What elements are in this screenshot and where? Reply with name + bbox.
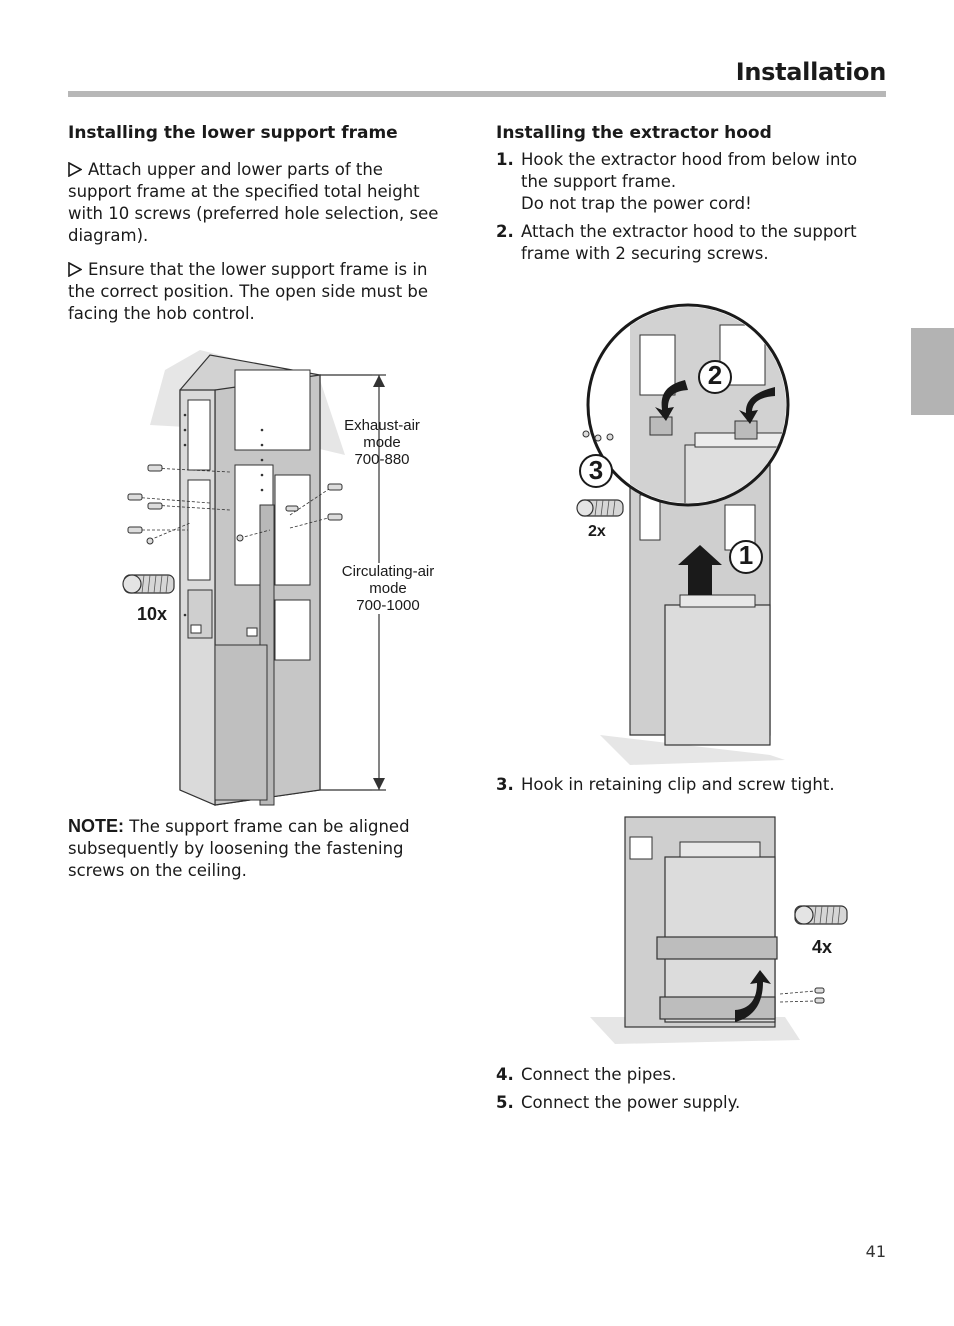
step-item: 4. Connect the pipes. bbox=[496, 1064, 876, 1086]
title-rule bbox=[68, 91, 886, 97]
step-text: Attach the extractor hood to the support… bbox=[521, 222, 857, 263]
step-text: Hook in retaining clip and screw tight. bbox=[521, 775, 835, 794]
note-block: NOTE: The support frame can be aligned s… bbox=[68, 815, 440, 894]
section-tab bbox=[911, 328, 954, 415]
page-title: Installation bbox=[735, 58, 887, 86]
steps-list-b: 4. Connect the pipes. 5. Connect the pow… bbox=[496, 1064, 876, 1114]
instruction-bullet-2-text: Ensure that the lower support frame is i… bbox=[68, 260, 429, 323]
triangle-bullet-icon bbox=[68, 159, 83, 181]
screw-count-4x: 4x bbox=[812, 937, 833, 957]
instruction-bullet-1: Attach upper and lower parts of the supp… bbox=[68, 159, 440, 247]
step3-block: 3. Hook in retaining clip and screw tigh… bbox=[496, 774, 876, 802]
callout-3: 3 bbox=[588, 455, 604, 485]
note-label: NOTE: bbox=[68, 816, 124, 836]
retaining-clip-figure: 4x bbox=[585, 812, 855, 1052]
steps-list-a: 1. Hook the extractor hood from below in… bbox=[496, 149, 876, 265]
step-item: 3. Hook in retaining clip and screw tigh… bbox=[496, 774, 876, 796]
instruction-bullet-2: Ensure that the lower support frame is i… bbox=[68, 259, 440, 325]
left-heading: Installing the lower support frame bbox=[68, 123, 398, 143]
step-text: Hook the extractor hood from below into … bbox=[521, 150, 858, 191]
step-item: 2. Attach the extractor hood to the supp… bbox=[496, 221, 876, 265]
support-frame-figure: Exhaust-air mode 700-880 Circulating-air… bbox=[110, 335, 450, 810]
circulating-air-label: Circulating-air mode 700-1000 bbox=[328, 563, 448, 614]
extractor-hood-hook-figure: 2 3 1 2x bbox=[570, 295, 810, 770]
step-text: Connect the pipes. bbox=[521, 1065, 677, 1084]
right-column: Installing the extractor hood 1. Hook th… bbox=[496, 121, 876, 271]
triangle-bullet-icon bbox=[68, 259, 83, 281]
right-heading: Installing the extractor hood bbox=[496, 123, 772, 143]
screw-count-2x: 2x bbox=[588, 523, 606, 540]
step-text: Connect the power supply. bbox=[521, 1093, 741, 1112]
note-text: The support frame can be aligned subsequ… bbox=[68, 817, 410, 880]
step-item: 5. Connect the power supply. bbox=[496, 1092, 876, 1114]
step-subtext: Do not trap the power cord! bbox=[521, 194, 752, 213]
exhaust-air-label: Exhaust-air mode 700-880 bbox=[344, 417, 420, 468]
screw-count-label: 10x bbox=[137, 604, 168, 624]
instruction-bullet-1-text: Attach upper and lower parts of the supp… bbox=[68, 160, 439, 245]
page-number: 41 bbox=[865, 1242, 886, 1261]
steps-list-b-block: 4. Connect the pipes. 5. Connect the pow… bbox=[496, 1064, 876, 1120]
callout-2: 2 bbox=[707, 360, 723, 390]
step-item: 1. Hook the extractor hood from below in… bbox=[496, 149, 876, 215]
callout-1: 1 bbox=[738, 540, 754, 570]
left-column: Installing the lower support frame Attac… bbox=[68, 121, 440, 337]
